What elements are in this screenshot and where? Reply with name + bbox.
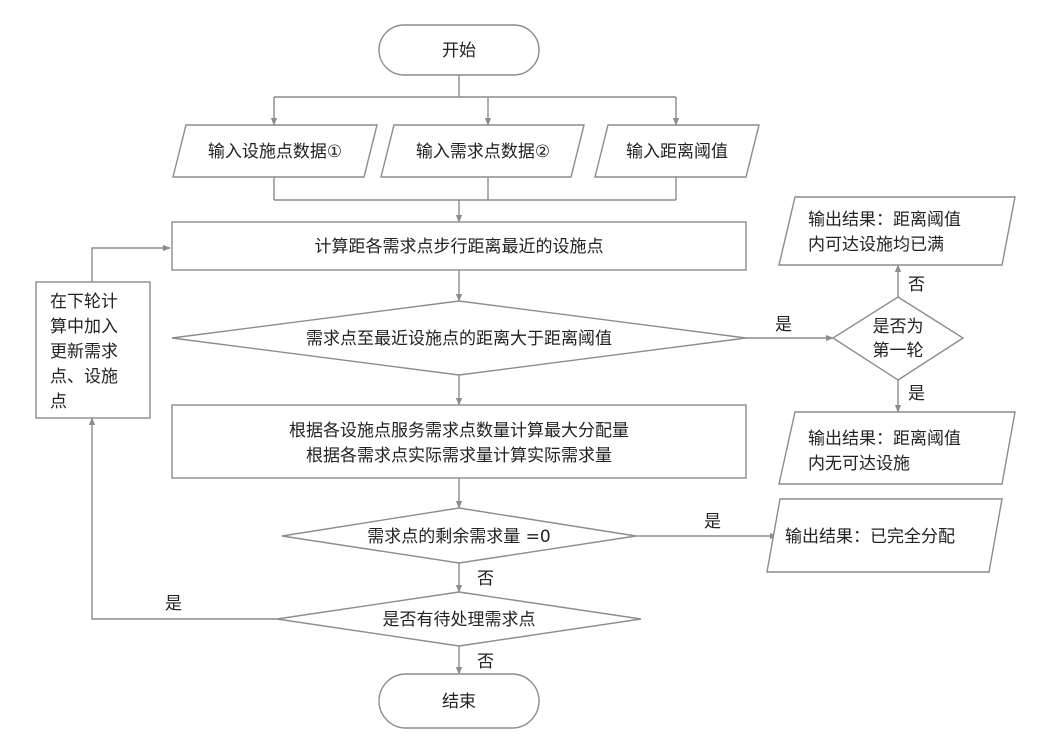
input-facility-node: 输入设施点数据① [172, 124, 378, 178]
output-none-line2-label: 内无可达设施 [808, 454, 910, 474]
first-round-line2-label: 第一轮 [873, 341, 924, 361]
check-distance-label: 需求点至最近设施点的距离大于距离阈值 [306, 329, 612, 349]
output-none-line1-label: 输出结果：距离阈值 [808, 429, 961, 449]
loop-line4-label: 点、设施 [50, 367, 118, 387]
check-remaining-node: 需求点的剩余需求量 =0 [281, 507, 637, 564]
edge-pending-to-loop [88, 417, 277, 620]
loop-line2-label: 算中加入 [50, 317, 118, 337]
end-label: 结束 [442, 692, 476, 712]
check-remaining-label: 需求点的剩余需求量 =0 [367, 527, 550, 547]
edge-inputs-merge [273, 177, 677, 201]
input-demand-label: 输入需求点数据② [416, 142, 550, 162]
check-distance-node: 需求点至最近设施点的距离大于距离阈值 [171, 300, 747, 376]
output-allocated-label: 输出结果：已完全分配 [785, 527, 955, 547]
input-facility-label: 输入设施点数据① [208, 142, 342, 162]
first-round-line1-label: 是否为 [873, 317, 924, 337]
edge-loop-to-calc [91, 244, 171, 282]
input-threshold-node: 输入距离阈值 [594, 124, 760, 178]
output-full-node: 输出结果：距离阈值 内可达设施均已满 [778, 196, 1016, 266]
edge-label-yes-pending: 是 [165, 594, 182, 614]
loop-line1-label: 在下轮计 [50, 292, 118, 312]
check-pending-node: 是否有待处理需求点 [276, 591, 642, 647]
edge-labels: 是 否 是 是 否 是 否 [165, 275, 925, 672]
input-threshold-label: 输入距离阈值 [626, 142, 728, 162]
edge-label-yes-first-round: 是 [775, 315, 792, 335]
compute-line1-label: 根据各设施点服务需求点数量计算最大分配量 [289, 421, 629, 441]
edge-label-no-pending: 否 [477, 652, 494, 672]
connectors [88, 75, 902, 675]
edge-start-split [274, 75, 676, 98]
output-full-line2-label: 内可达设施均已满 [808, 235, 944, 255]
output-full-line1-label: 输出结果：距离阈值 [808, 210, 961, 230]
compute-allocation-node: 根据各设施点服务需求点数量计算最大分配量 根据各需求点实际需求量计算实际需求量 [171, 404, 747, 479]
start-label: 开始 [442, 41, 476, 61]
edge-label-yes-remaining: 是 [704, 512, 721, 532]
loop-line3-label: 更新需求 [50, 342, 118, 362]
edge-label-no-remaining: 否 [477, 569, 494, 589]
check-pending-label: 是否有待处理需求点 [383, 610, 536, 630]
edge-label-yes-down: 是 [908, 384, 925, 404]
input-demand-node: 输入需求点数据② [380, 124, 585, 178]
output-none-node: 输出结果：距离阈值 内无可达设施 [778, 411, 1016, 485]
end-node: 结束 [378, 673, 540, 729]
nodes: 开始 输入设施点数据① 输入需求点数据② 输入距离阈值 计算距各需求点步行距离最… [35, 24, 1016, 729]
loop-update-node: 在下轮计 算中加入 更新需求 点、设施 点 [35, 281, 151, 419]
output-allocated-node: 输出结果：已完全分配 [766, 498, 1003, 573]
calc-nearest-label: 计算距各需求点步行距离最近的设施点 [315, 237, 604, 257]
loop-line5-label: 点 [50, 392, 67, 412]
edge-label-no-up: 否 [908, 275, 925, 295]
first-round-node: 是否为 第一轮 [831, 296, 965, 381]
calc-nearest-node: 计算距各需求点步行距离最近的设施点 [171, 221, 747, 271]
compute-line2-label: 根据各需求点实际需求量计算实际需求量 [306, 446, 612, 466]
start-node: 开始 [378, 24, 540, 76]
